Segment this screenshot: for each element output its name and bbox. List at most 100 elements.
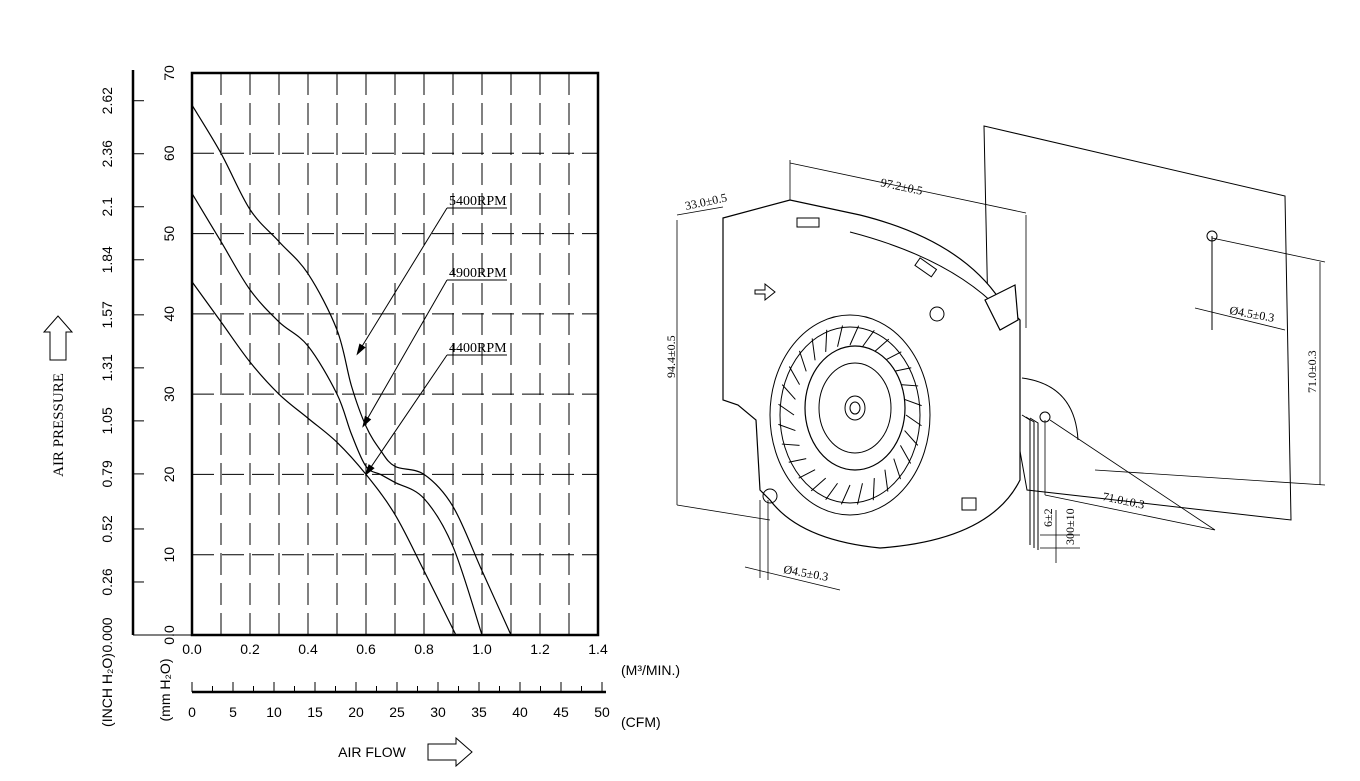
cfm-tick-label: 40 — [512, 704, 528, 720]
impeller-blade — [857, 483, 863, 505]
cfm-tick-label: 30 — [430, 704, 446, 720]
impeller-blade — [904, 430, 919, 446]
inch-tick-label: 1.84 — [99, 246, 115, 273]
x-unit-top: (M³/MIN.) — [621, 662, 680, 678]
cfm-tick-label: 35 — [471, 704, 487, 720]
rpm-curves — [191, 104, 512, 636]
impeller-blade — [872, 478, 875, 501]
y-axis-label: AIR PRESSURE — [51, 373, 67, 477]
m3-tick-label: 0.4 — [298, 641, 318, 657]
y-unit-left: (INCH H₂O) — [99, 653, 115, 727]
impeller-blade — [798, 469, 816, 479]
mount-hole-top-icon — [929, 306, 945, 322]
impeller-blade — [778, 403, 795, 416]
impeller-blade — [873, 338, 890, 353]
mm-tick-label: 0.0 — [161, 625, 177, 645]
callout-leader — [356, 207, 448, 355]
mm-tick-label: 30 — [161, 386, 177, 402]
impeller-blade — [825, 329, 828, 352]
inch-tick-label: 0.52 — [99, 515, 115, 542]
callout-leader — [362, 279, 448, 427]
m3-tick-label: 1.2 — [530, 641, 550, 657]
inch-tick-label: 2.1 — [99, 197, 115, 217]
series-line-5400rpm — [191, 104, 512, 636]
dim-94-lines — [676, 206, 771, 521]
impeller-blade — [781, 443, 800, 446]
outlet-lip — [984, 284, 1019, 331]
dim-97: 97.2±0.5 — [879, 175, 924, 198]
m3-tick-label: 0.2 — [240, 641, 260, 657]
x-axis-label: AIR FLOW — [338, 744, 406, 760]
impeller-blade — [884, 351, 902, 361]
inch-axis: 0.0000.260.520.791.051.311.571.842.12.36… — [99, 87, 144, 653]
cfm-tick-label: 0 — [188, 704, 196, 720]
impeller-blade — [900, 384, 919, 387]
impeller-blade — [905, 414, 922, 427]
callout-leader — [365, 354, 448, 475]
m3-tick-label: 0.6 — [356, 641, 376, 657]
housing-edge — [849, 231, 1001, 311]
cfm-tick-label: 10 — [266, 704, 282, 720]
impeller-blade — [788, 366, 800, 385]
cfm-tick-label: 15 — [307, 704, 323, 720]
impeller-blade — [837, 325, 843, 347]
dim-94: 94.4±0.5 — [664, 335, 678, 378]
chart-grid — [192, 73, 598, 635]
mm-tick-label: 70 — [161, 65, 177, 81]
mm-tick-label: 20 — [161, 466, 177, 482]
m3-tick-label: 0.0 — [182, 641, 202, 657]
impeller-blade — [811, 338, 816, 361]
inch-tick-label: 1.05 — [99, 407, 115, 434]
callout-arrowhead — [362, 415, 372, 428]
dim-plate-hole-lines — [1194, 307, 1286, 331]
direction-arrow-icon — [754, 282, 776, 302]
x-unit-bottom: (CFM) — [621, 714, 661, 730]
impeller-blade — [849, 325, 860, 346]
cfm-tick-label: 25 — [389, 704, 405, 720]
callout-arrowhead — [356, 343, 366, 356]
dim-71v-lines — [1094, 237, 1326, 486]
impeller-blade — [810, 477, 827, 492]
inch-tick-label: 0.26 — [99, 568, 115, 595]
plate-hole-icon — [1206, 230, 1218, 242]
impeller-blade — [862, 329, 875, 348]
tab-side — [914, 257, 938, 278]
impeller-blade — [904, 398, 922, 407]
dim-71h-lines — [1044, 419, 1216, 531]
cfm-axis: 0 5 10 15 20 25 30 35 40 45 50 — [188, 682, 610, 720]
series-label-4900rpm: 4900RPM — [449, 266, 507, 281]
impeller-blade — [840, 484, 851, 505]
impeller-blade — [788, 458, 807, 463]
impeller-blade — [900, 445, 912, 464]
mm-tick-label: 50 — [161, 226, 177, 242]
impeller-blade — [799, 350, 807, 372]
impeller-blade — [893, 367, 912, 372]
impeller-blade — [825, 482, 838, 501]
cfm-tick-label: 20 — [348, 704, 364, 720]
m3-tick-label: 1.0 — [472, 641, 492, 657]
series-line-4900rpm — [191, 193, 483, 636]
inch-tick-label: 0.000 — [99, 617, 115, 652]
impeller-blades — [778, 325, 922, 505]
mm-tick-label: 10 — [161, 547, 177, 563]
lead-wires — [1021, 414, 1039, 550]
impeller-outer — [769, 314, 931, 516]
series-label-4400rpm: 4400RPM — [449, 341, 507, 356]
inch-tick-label: 0.79 — [99, 460, 115, 487]
dim-71-horizontal: 71.0±0.3 — [1101, 489, 1146, 512]
y-unit-right: (mm H₂O) — [157, 659, 173, 722]
cfm-tick-label: 45 — [553, 704, 569, 720]
airflow-arrow-icon — [427, 736, 473, 768]
dim-71-vertical: 71.0±0.3 — [1305, 350, 1319, 393]
impeller-blade — [884, 469, 889, 492]
dim-fan-hole: Ø4.5±0.3 — [782, 562, 829, 584]
series-label-5400rpm: 5400RPM — [449, 194, 507, 209]
tab-bottom — [961, 497, 977, 511]
cfm-tick-label: 50 — [594, 704, 610, 720]
m3-tick-label: 1.4 — [588, 641, 608, 657]
impeller-ring — [779, 326, 921, 504]
dim-wire-lines — [1040, 510, 1080, 563]
cfm-tick-label: 5 — [229, 704, 237, 720]
wire-bend — [1021, 377, 1079, 441]
